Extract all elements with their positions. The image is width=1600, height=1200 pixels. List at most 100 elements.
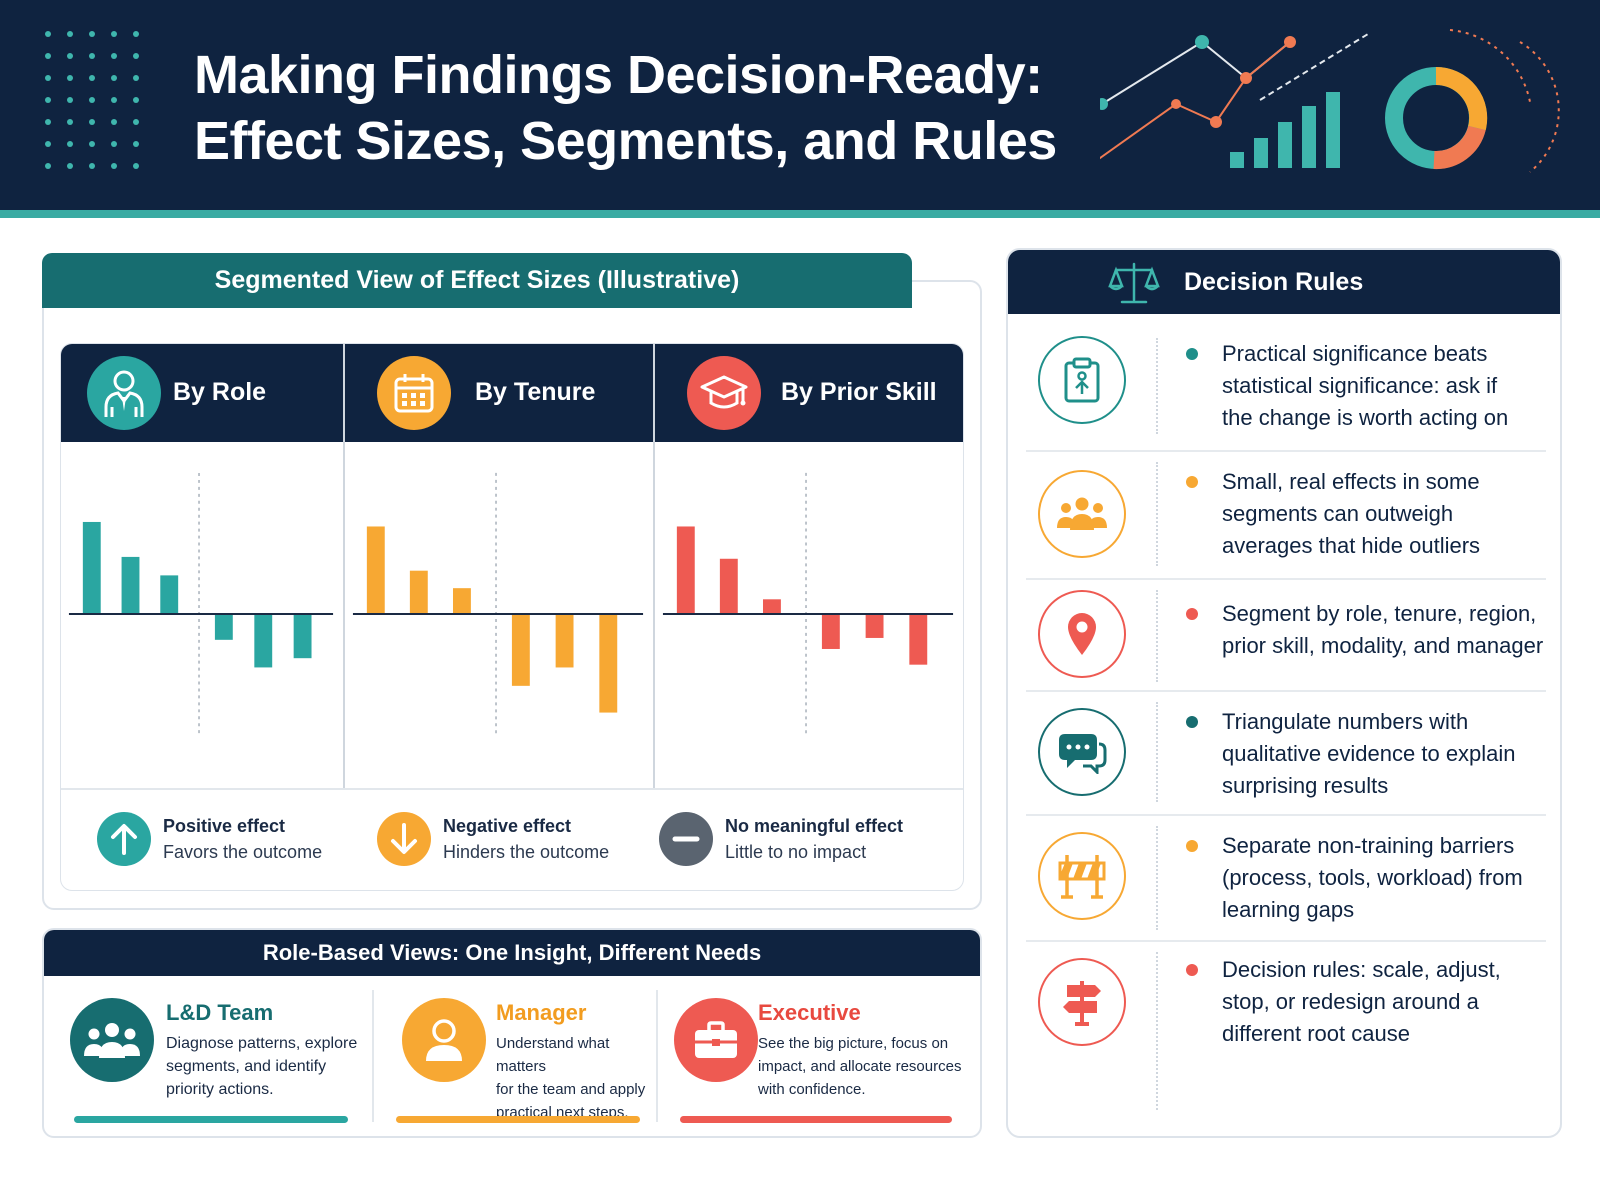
rule-bullet <box>1186 716 1198 728</box>
role-name-manager: Manager <box>496 1000 587 1025</box>
rule-item: Small, real effects in some segments can… <box>1026 452 1546 580</box>
rule-item: Triangulate numbers with qualitative evi… <box>1026 692 1546 816</box>
rule-bullet <box>1186 840 1198 852</box>
effect-chart-tenure <box>352 472 644 738</box>
header-accent-stripe <box>0 210 1600 218</box>
analytics-graphic-icon <box>1100 29 1560 173</box>
map-pin-icon <box>1038 590 1126 678</box>
rule-text: Segment by role, tenure, region, prior s… <box>1222 601 1544 658</box>
segment-title-role: By Role <box>173 378 267 406</box>
negative-effect-bar <box>254 614 273 668</box>
positive-effect-bar <box>452 588 471 615</box>
group-icon <box>1038 470 1126 558</box>
effect-chart-skill <box>662 472 954 738</box>
segment-cards: By Role By Tenure <box>60 343 964 891</box>
effect-legend: Positive effect Favors the outcome Negat… <box>61 788 963 890</box>
role-divider <box>372 990 374 1122</box>
positive-effect-bar <box>160 575 179 615</box>
legend-positive-title: Positive effect <box>163 816 286 836</box>
role-card-ld-team: L&D Team Diagnose patterns, explore segm… <box>44 976 370 1136</box>
role-card-executive: Executive See the big picture, focus on … <box>658 976 980 1136</box>
rule-divider-line <box>1156 590 1158 682</box>
legend-neutral-sub: Little to no impact <box>725 842 867 862</box>
negative-effect-bar <box>511 614 530 686</box>
role-desc-executive: See the big picture, focus on impact, an… <box>758 1035 962 1098</box>
segment-header-tenure: By Tenure <box>345 344 653 442</box>
title-line-1: Making Findings Decision-Ready: <box>194 45 1043 105</box>
briefcase-icon <box>674 998 758 1082</box>
role-name-executive: Executive <box>758 1000 861 1025</box>
calendar-icon <box>377 356 451 430</box>
arrow-up-icon <box>97 812 151 866</box>
role-desc-ld-team: Diagnose patterns, explore segments, and… <box>166 1035 358 1098</box>
arrow-down-icon <box>377 812 431 866</box>
positive-effect-bar <box>409 570 428 615</box>
rule-text: Practical significance beats statistical… <box>1222 341 1509 430</box>
rule-bullet <box>1186 476 1198 488</box>
graduation-cap-icon <box>687 356 761 430</box>
role-desc-manager: Understand what matters for the team and… <box>496 1035 646 1121</box>
role-bar-executive <box>680 1116 952 1123</box>
segment-header-skill: By Prior Skill <box>655 344 963 442</box>
rule-item: Practical significance beats statistical… <box>1026 328 1546 452</box>
rule-item: Decision rules: scale, adjust, stop, or … <box>1026 942 1546 1122</box>
signpost-icon <box>1038 958 1126 1046</box>
legend-negative-sub: Hinders the outcome <box>443 842 610 862</box>
segment-header-role: By Role <box>61 344 343 442</box>
positive-effect-bar <box>719 558 738 615</box>
rule-text: Separate non-training barriers (process,… <box>1222 833 1523 922</box>
negative-effect-bar <box>293 614 312 659</box>
negative-effect-bar <box>865 614 884 638</box>
person-tie-icon <box>87 356 161 430</box>
positive-effect-bar <box>82 521 101 615</box>
positive-effect-bar <box>121 556 140 615</box>
header-banner: Making Findings Decision-Ready: Effect S… <box>0 0 1600 210</box>
role-name-ld-team: L&D Team <box>166 1000 274 1025</box>
rule-divider-line <box>1156 826 1158 930</box>
effect-chart-role <box>68 473 334 738</box>
role-bar-ld-team <box>74 1116 348 1123</box>
role-card-manager: Manager Understand what matters for the … <box>374 976 656 1136</box>
role-based-views-title: Role-Based Views: One Insight, Different… <box>44 930 980 976</box>
team-icon <box>70 998 154 1082</box>
rule-divider-line <box>1156 462 1158 566</box>
scale-icon <box>1108 262 1160 304</box>
role-based-views-panel: Role-Based Views: One Insight, Different… <box>42 928 982 1138</box>
chat-bubbles-icon <box>1038 708 1126 796</box>
positive-effect-bar <box>366 526 385 615</box>
positive-effect-bar <box>676 526 695 615</box>
legend-neutral-title: No meaningful effect <box>725 816 904 836</box>
segment-column-skill: By Prior Skill <box>655 344 963 788</box>
segmented-view-title: Segmented View of Effect Sizes (Illustra… <box>42 253 912 308</box>
rule-bullet <box>1186 608 1198 620</box>
decision-rules-header: Decision Rules <box>1008 250 1560 314</box>
page-title: Making Findings Decision-Ready: Effect S… <box>194 42 1057 174</box>
decision-rules-title: Decision Rules <box>1184 268 1364 296</box>
rule-item: Separate non-training barriers (process,… <box>1026 816 1546 942</box>
positive-effect-bar <box>762 599 781 615</box>
rule-text: Decision rules: scale, adjust, stop, or … <box>1222 957 1501 1046</box>
rule-divider-line <box>1156 702 1158 802</box>
negative-effect-bar <box>214 614 233 640</box>
rule-divider-line <box>1156 338 1158 434</box>
barrier-icon <box>1038 832 1126 920</box>
negative-effect-bar <box>599 614 618 713</box>
dot-grid-decoration <box>45 31 139 169</box>
role-divider <box>656 990 658 1122</box>
negative-effect-bar <box>909 614 928 665</box>
rule-divider-line <box>1156 952 1158 1110</box>
legend-positive-sub: Favors the outcome <box>163 842 323 862</box>
rule-bullet <box>1186 348 1198 360</box>
legend-negative-title: Negative effect <box>443 816 572 836</box>
segment-title-skill: By Prior Skill <box>781 378 937 406</box>
clipboard-icon <box>1038 336 1126 424</box>
role-bar-manager <box>396 1116 640 1123</box>
rule-text: Small, real effects in some segments can… <box>1222 469 1481 558</box>
rule-item: Segment by role, tenure, region, prior s… <box>1026 580 1546 692</box>
segment-title-tenure: By Tenure <box>475 378 596 406</box>
decision-rules-panel: Decision Rules Practical significance be… <box>1006 248 1562 1138</box>
negative-effect-bar <box>555 614 574 668</box>
minus-icon <box>659 812 713 866</box>
negative-effect-bar <box>821 614 840 649</box>
rule-bullet <box>1186 964 1198 976</box>
